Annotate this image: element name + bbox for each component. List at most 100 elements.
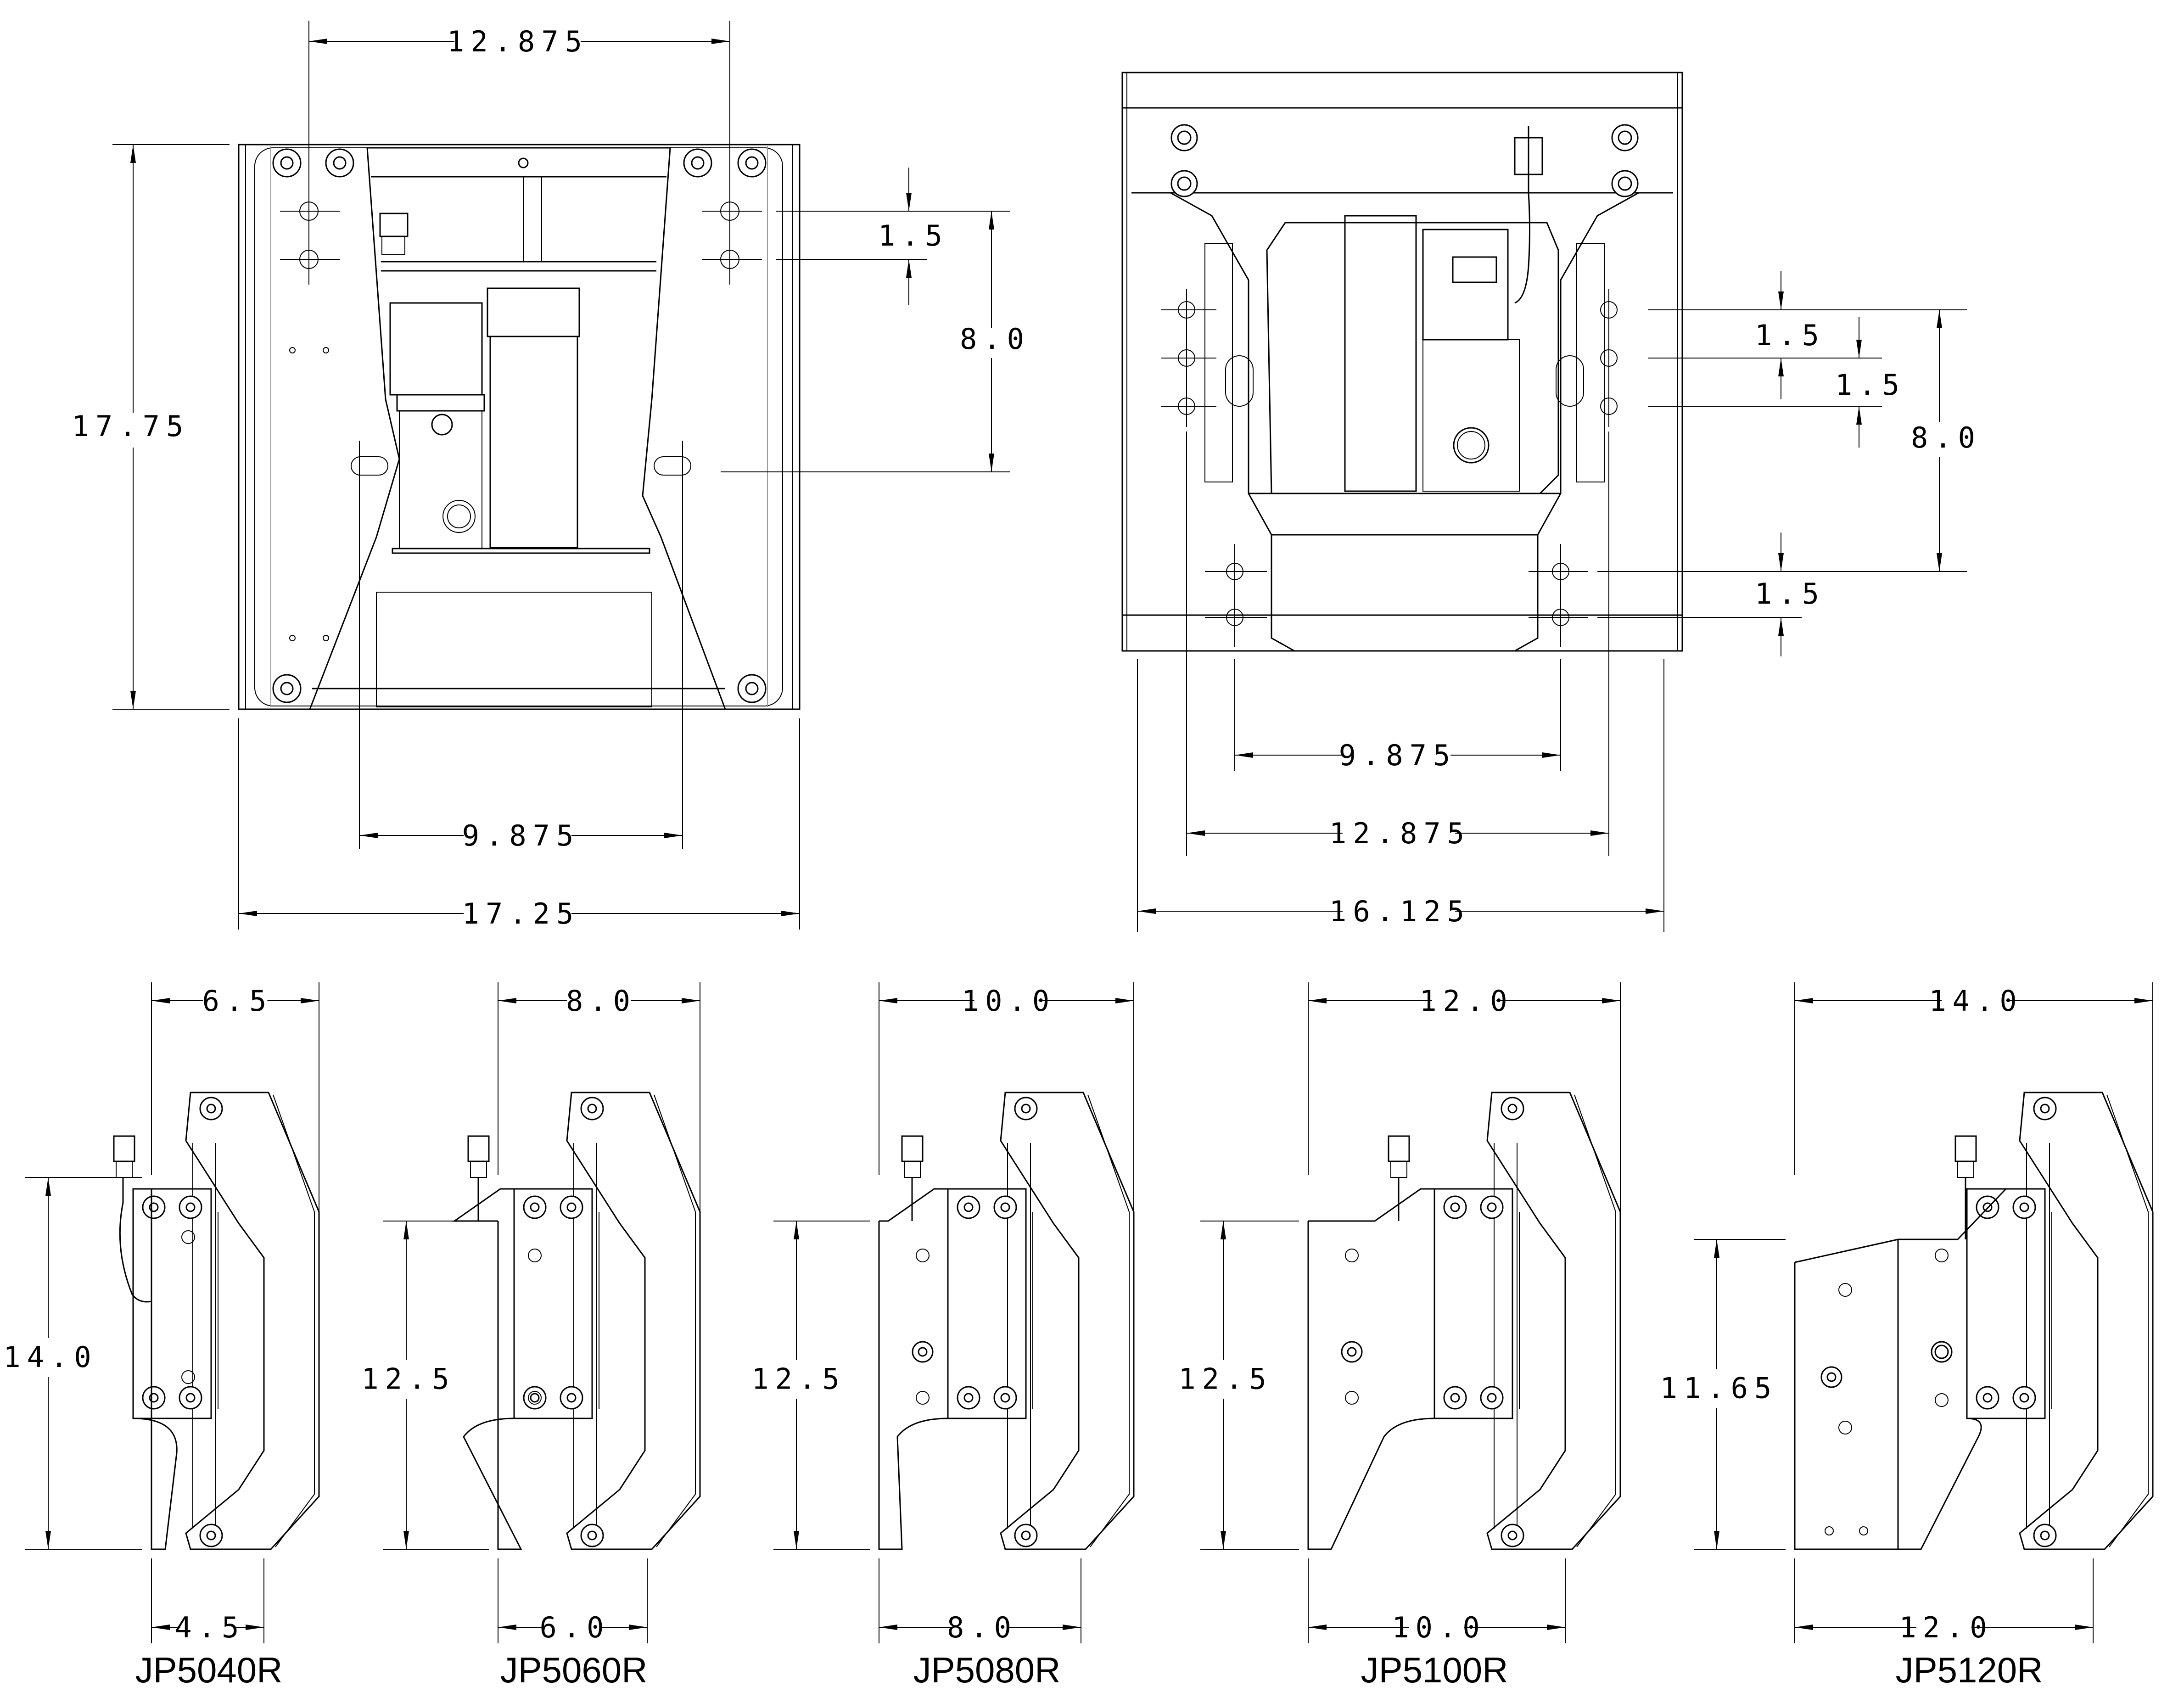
mounting-holes — [280, 193, 762, 641]
dim-label: 12.875 — [1329, 817, 1471, 850]
dimension-top-width: 12.0 — [1308, 982, 1621, 1212]
connector-icon — [1514, 137, 1543, 175]
dim-label: 8.0 — [947, 1611, 1018, 1644]
dim-label: 10.0 — [962, 984, 1056, 1018]
dim-label: 12.0 — [1899, 1611, 1993, 1644]
dim-label: 17.25 — [462, 897, 580, 930]
channel-right-edge — [367, 147, 726, 710]
dimension-bottom-width: 10.0 — [1308, 1558, 1566, 1644]
dim-label: 1.5 — [1835, 368, 1906, 402]
channel-left-edge — [309, 147, 400, 710]
dimension-top-width: 14.0 — [1794, 982, 2153, 1212]
connector-icon — [1388, 1135, 1410, 1162]
dim-label: 9.875 — [1339, 739, 1457, 772]
side-views: 6.514.04.5JP5040R8.012.56.0JP5060R10.012… — [3, 982, 2154, 1690]
bracket-outline — [1170, 192, 1639, 652]
connector-icon — [467, 1135, 490, 1162]
dimension-vertical-span: 8.0 — [1597, 310, 1982, 618]
dim-label: 12.5 — [361, 1362, 455, 1396]
dimension-height: 12.5 — [1178, 1221, 1299, 1550]
mounting-arm — [1000, 1092, 1135, 1550]
dimension-hole-spacing-a: 1.5 — [1648, 271, 1967, 407]
dim-label: 14.0 — [1929, 984, 2023, 1018]
outer-frame — [1121, 72, 1683, 652]
dim-label: 6.0 — [540, 1611, 610, 1644]
mounting-arm — [566, 1092, 701, 1550]
dimension-height: 12.5 — [751, 1221, 870, 1550]
dimension-height: 14.0 — [3, 1177, 142, 1550]
dim-label: 1.5 — [1755, 577, 1826, 611]
dimension-hole-spacing-b: 1.5 — [1835, 317, 1906, 448]
dim-label: 16.125 — [1329, 895, 1471, 928]
clamp-block — [1966, 1188, 2046, 1419]
connector-icon — [379, 213, 409, 237]
dimension-top-width: 6.5 — [151, 982, 319, 1212]
dim-label: 4.5 — [175, 1611, 246, 1644]
top-left-view: 12.875 17.75 1.5 8.0 9.875 — [72, 21, 1024, 930]
dim-label: 8.0 — [1911, 421, 1982, 454]
dimension-bottom-width: 4.5 — [151, 1558, 264, 1644]
dim-label: 12.0 — [1419, 984, 1513, 1018]
top-right-view: 1.5 1.5 8.0 1.5 9.875 — [1121, 72, 1982, 932]
mounting-plate — [133, 1188, 178, 1550]
connector-icon — [113, 1135, 135, 1162]
dimension-overall-width: 17.25 — [238, 718, 800, 930]
mounting-arm — [185, 1092, 320, 1550]
dim-label: 1.5 — [878, 219, 949, 252]
mounting-plate — [452, 1188, 522, 1550]
model-label: JP5120R — [1896, 1650, 2043, 1690]
mounting-arm — [1486, 1092, 1621, 1550]
dim-label: 9.875 — [462, 819, 580, 852]
dimension-overall-height: 17.75 — [72, 144, 230, 710]
dim-label: 1.5 — [1755, 319, 1826, 352]
dimension-bottom-width: 6.0 — [498, 1558, 648, 1644]
dimension-hole-spacing-small: 1.5 — [776, 168, 1010, 305]
dim-label: 14.0 — [3, 1340, 97, 1374]
clamp-block — [513, 1188, 593, 1419]
mounting-plate — [878, 1188, 948, 1550]
model-label: JP5080R — [913, 1650, 1061, 1690]
wire-harness — [1514, 126, 1530, 304]
connector-icon — [1954, 1135, 1977, 1162]
bolt-holes — [1170, 124, 1639, 197]
dim-label: 6.5 — [202, 984, 273, 1018]
bolt-holes — [272, 148, 767, 703]
dimension-bottom-width: 12.0 — [1794, 1558, 2094, 1644]
dimension-top-width: 10.0 — [879, 982, 1134, 1212]
inner-cavity — [1266, 222, 1559, 494]
dim-label: 17.75 — [72, 409, 190, 443]
dimension-top-width: 8.0 — [498, 982, 700, 1212]
dim-label: 12.5 — [1178, 1362, 1272, 1396]
dimension-top-width: 12.875 — [308, 21, 730, 285]
model-label: JP5040R — [135, 1650, 283, 1690]
dim-label: 8.0 — [566, 984, 637, 1018]
dimension-bottom-width: 8.0 — [879, 1558, 1081, 1644]
pump-body — [1344, 215, 1417, 492]
mounting-holes — [1161, 289, 1618, 647]
dimension-inner-width: 9.875 — [359, 441, 683, 852]
dim-label: 12.5 — [751, 1362, 846, 1396]
dim-label: 10.0 — [1392, 1611, 1486, 1644]
clamp-block — [1434, 1188, 1513, 1419]
mounting-plate — [1307, 1188, 1435, 1550]
dimension-height: 12.5 — [361, 1221, 489, 1550]
model-label: JP5060R — [500, 1650, 648, 1690]
mounting-arm — [2019, 1092, 2154, 1550]
dimension-height: 11.65 — [1660, 1239, 1786, 1550]
mounting-plate — [1794, 1188, 2008, 1550]
model-label: JP5100R — [1361, 1650, 1508, 1690]
dimension-overall-width: 16.125 — [1137, 659, 1664, 932]
dim-label: 11.65 — [1660, 1372, 1778, 1405]
dimension-hole-spacing-large: 8.0 — [721, 211, 1024, 472]
clamp-block — [947, 1188, 1027, 1419]
dimension-hole-spacing-c: 1.5 — [1755, 532, 1826, 656]
connector-icon — [901, 1135, 924, 1162]
dimension-inner-width: 9.875 — [1234, 659, 1561, 772]
reservoir-cap — [487, 287, 580, 337]
dimension-mid-width: 12.875 — [1186, 431, 1609, 856]
